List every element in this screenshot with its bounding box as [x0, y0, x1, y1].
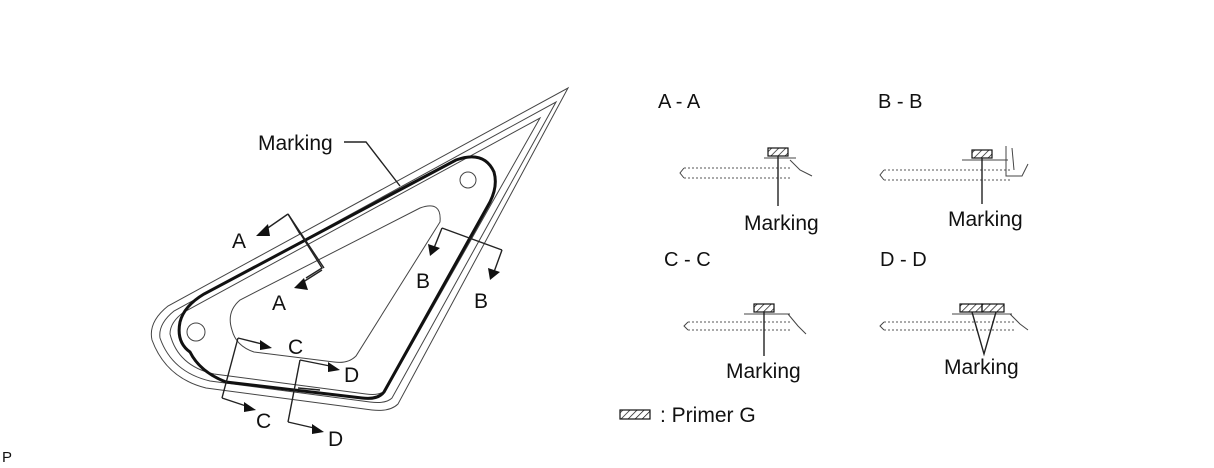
outer-frame-outline-inner — [159, 100, 558, 403]
section-c-marking: Marking — [726, 360, 801, 383]
section-d-marking-leader — [971, 311, 997, 357]
section-detail-b: B - B Marking — [878, 91, 1029, 231]
section-a-label-top: A — [232, 230, 246, 253]
section-b-title: B - B — [878, 91, 922, 113]
legend-text: : Primer G — [660, 404, 756, 427]
section-cut-b: B B — [416, 227, 503, 313]
section-b-marking: Marking — [948, 208, 1023, 231]
marking-label: Marking — [258, 132, 333, 155]
marking-leader-line — [344, 141, 401, 187]
section-c-label-top: C — [288, 336, 303, 359]
section-d-marking: Marking — [944, 356, 1019, 379]
quarter-glass-view: Marking A A B B — [150, 86, 570, 451]
section-d-label-bottom: D — [328, 428, 343, 451]
section-d-title: D - D — [880, 249, 927, 271]
inner-molding-outline — [229, 205, 441, 363]
corner-code: P — [2, 449, 12, 466]
bottom-seal-mark — [297, 387, 321, 391]
section-a-label-bottom: A — [272, 292, 286, 315]
outer-frame-outline — [150, 86, 570, 411]
section-c-title: C - C — [664, 249, 711, 271]
section-b-label-right: B — [474, 290, 488, 313]
section-c-label-bottom: C — [256, 410, 271, 433]
section-detail-d: D - D Marking — [879, 249, 1029, 379]
section-detail-c: C - C Marking — [664, 249, 807, 383]
legend: : Primer G — [619, 404, 756, 427]
section-b-label-left: B — [416, 270, 430, 293]
section-cut-c: C C — [221, 336, 303, 433]
primer-g-swatch — [619, 409, 651, 420]
glass-edge — [169, 116, 542, 395]
upper-pin-hole — [459, 171, 477, 189]
section-cut-d: D D — [287, 359, 359, 451]
section-a-marking: Marking — [744, 212, 819, 235]
section-cut-a: A A — [232, 213, 325, 315]
lower-pin-hole — [186, 322, 206, 342]
section-d-label-top: D — [344, 364, 359, 387]
section-detail-a: A - A Marking — [658, 91, 819, 235]
section-a-title: A - A — [658, 91, 701, 113]
